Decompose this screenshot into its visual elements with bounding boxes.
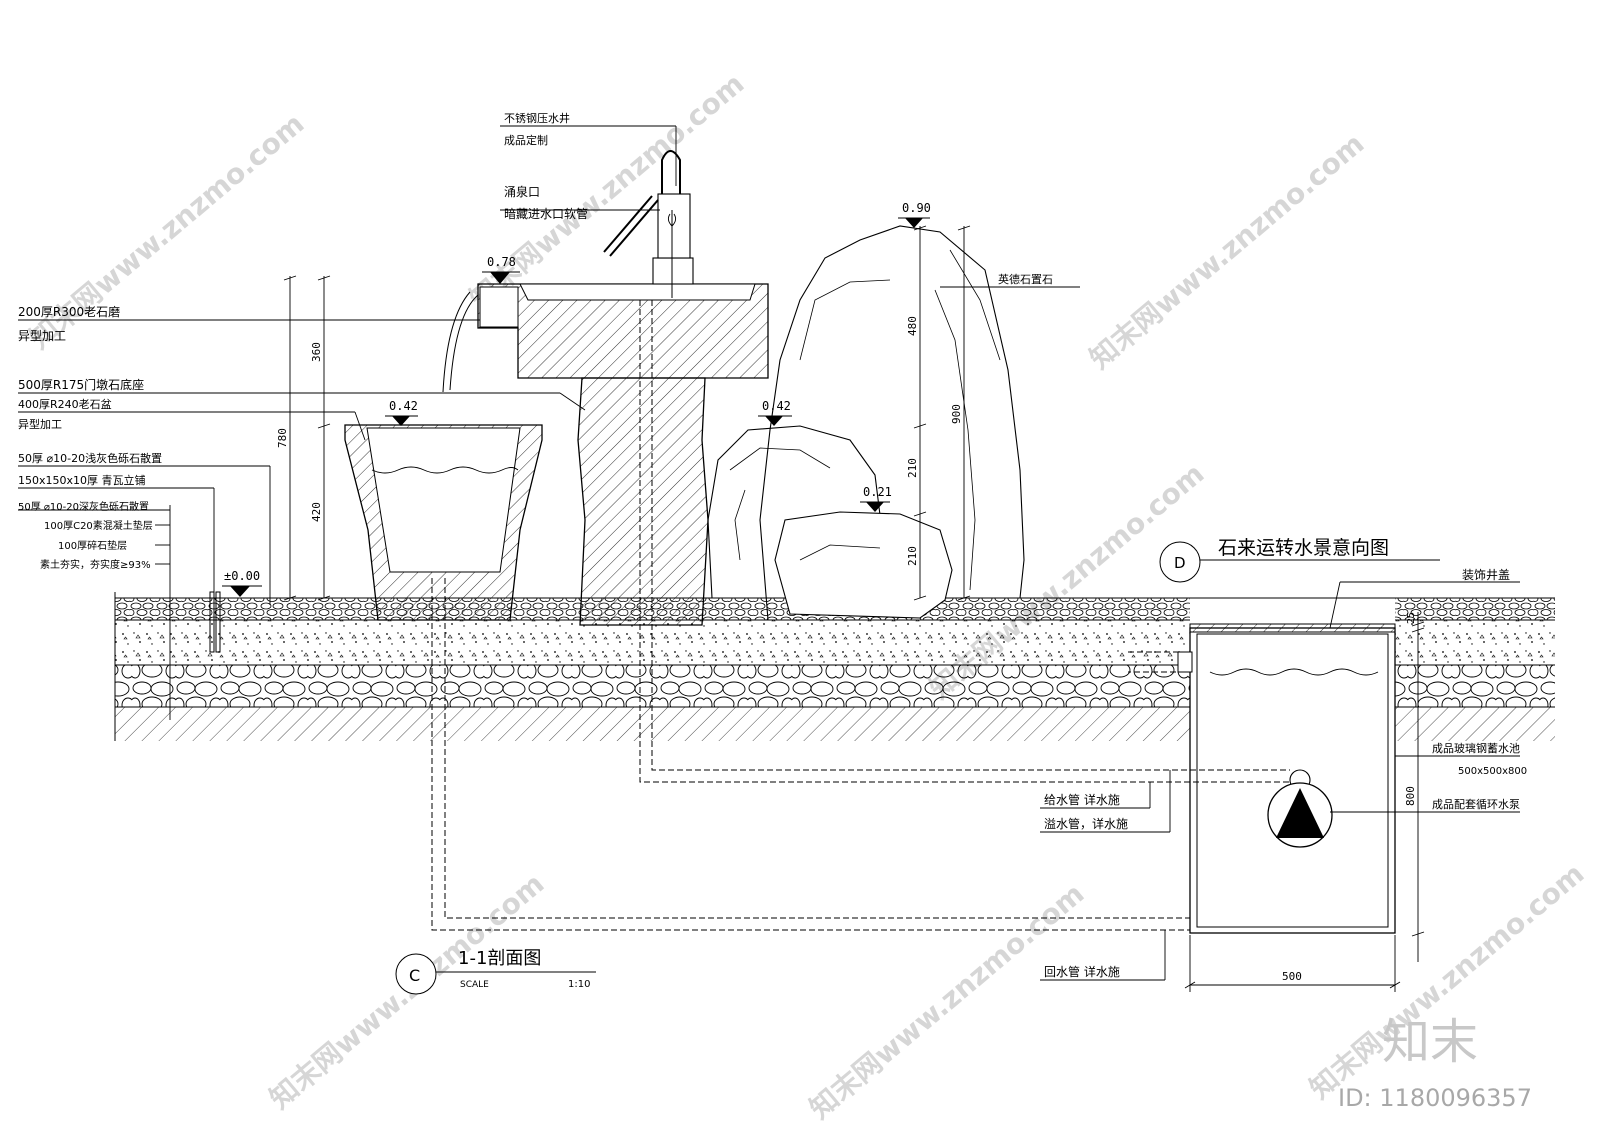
dim-420: 420 xyxy=(310,502,323,522)
water-tank xyxy=(1177,623,1396,934)
label-cover: 装饰井盖 xyxy=(1462,568,1510,582)
title-block-section: C 1-1剖面图 SCALE 1:10 xyxy=(395,948,596,995)
label-basin-note: 异型加工 xyxy=(18,417,62,431)
label-millstone: 200厚R300老石磨 xyxy=(18,305,120,319)
leader-lines xyxy=(18,125,1520,981)
label-hidden-hose: 暗藏进水口软管 xyxy=(504,206,588,221)
label-supply-pipe: 给水管 详水施 xyxy=(1044,792,1120,807)
section-title: 1-1剖面图 xyxy=(458,948,541,969)
label-soil: 素土夯实，夯实度≥93% xyxy=(40,558,151,571)
label-pump-custom: 成品定制 xyxy=(504,133,548,147)
dim-210-b: 210 xyxy=(906,546,919,566)
label-pump-well: 不锈钢压水井 xyxy=(504,111,570,125)
elev-ground: ±0.00 xyxy=(224,569,260,583)
elev-rock-mid: 0.42 xyxy=(762,399,791,413)
millstone xyxy=(477,283,769,379)
dim-480: 480 xyxy=(906,316,919,336)
label-tank: 成品玻璃钢蓄水池 xyxy=(1432,741,1520,755)
dim-780: 780 xyxy=(276,428,289,448)
watermark: 知末网www.znzmo.com xyxy=(803,877,1090,1125)
dim-900: 900 xyxy=(950,404,963,424)
label-tile: 150x150x10厚 青瓦立铺 xyxy=(18,473,146,487)
dimension-lines xyxy=(283,225,1425,992)
label-spring-outlet: 涌泉口 xyxy=(504,185,540,199)
label-overflow-pipe: 溢水管，详水施 xyxy=(1044,816,1128,831)
section-marker-c: C xyxy=(409,966,420,985)
label-concrete: 100厚C20素混凝土垫层 xyxy=(44,519,153,532)
intent-marker-d: D xyxy=(1174,554,1186,572)
annotation-labels: 不锈钢压水井 成品定制 涌泉口 暗藏进水口软管 英德石置石 200厚R300老石… xyxy=(18,111,1527,979)
dim-800: 800 xyxy=(1404,786,1417,806)
stone-basin xyxy=(344,424,543,621)
elev-top-stone: 0.90 xyxy=(902,201,931,215)
dim-210-a: 210 xyxy=(906,458,919,478)
elevation-markers xyxy=(222,217,930,597)
watermark: 知末网www.znzmo.com xyxy=(1083,127,1370,375)
branding: 知末 ID: 1180096357 xyxy=(1338,1014,1532,1112)
dimension-texts: 360 420 780 480 210 210 900 25 800 500 xyxy=(276,316,1417,983)
label-pump: 成品配套循环水泵 xyxy=(1432,798,1520,811)
intent-title: 石来运转水景意向图 xyxy=(1218,537,1389,559)
label-tank-size: 500x500x800 xyxy=(1458,766,1527,777)
label-gravel-light: 50厚 ⌀10-20浅灰色砾石散置 xyxy=(18,451,162,465)
pier-base xyxy=(577,377,709,626)
elev-millstone-top: 0.78 xyxy=(487,255,516,269)
label-crushed-stone: 100厚碎石垫层 xyxy=(58,539,127,552)
elevation-texts: 0.78 0.42 0.42 0.21 0.90 ±0.00 xyxy=(224,201,931,583)
title-block-intent: D 石来运转水景意向图 xyxy=(1159,537,1440,583)
brand-id: ID: 1180096357 xyxy=(1338,1084,1532,1112)
dim-360: 360 xyxy=(310,342,323,362)
elev-basin-top: 0.42 xyxy=(389,399,418,413)
pump-well xyxy=(442,150,694,393)
label-return-pipe: 回水管 详水施 xyxy=(1044,964,1120,979)
label-pier-base: 500厚R175门墩石底座 xyxy=(18,377,144,392)
scale-label: SCALE xyxy=(460,980,489,990)
label-gravel-dark: 50厚 ⌀10-20深灰色砾石散置 xyxy=(18,500,149,513)
tile-strip xyxy=(209,591,221,653)
dim-500: 500 xyxy=(1282,970,1302,983)
scale-value: 1:10 xyxy=(568,979,590,990)
brand-logo: 知末 xyxy=(1382,1014,1478,1070)
label-yingde-stone: 英德石置石 xyxy=(998,272,1053,286)
elev-rock-low: 0.21 xyxy=(863,485,892,499)
dim-25: 25 xyxy=(1406,612,1417,624)
pipes xyxy=(431,300,1292,931)
label-millstone-note: 异型加工 xyxy=(18,329,66,343)
label-stone-basin: 400厚R240老石盆 xyxy=(18,397,112,411)
